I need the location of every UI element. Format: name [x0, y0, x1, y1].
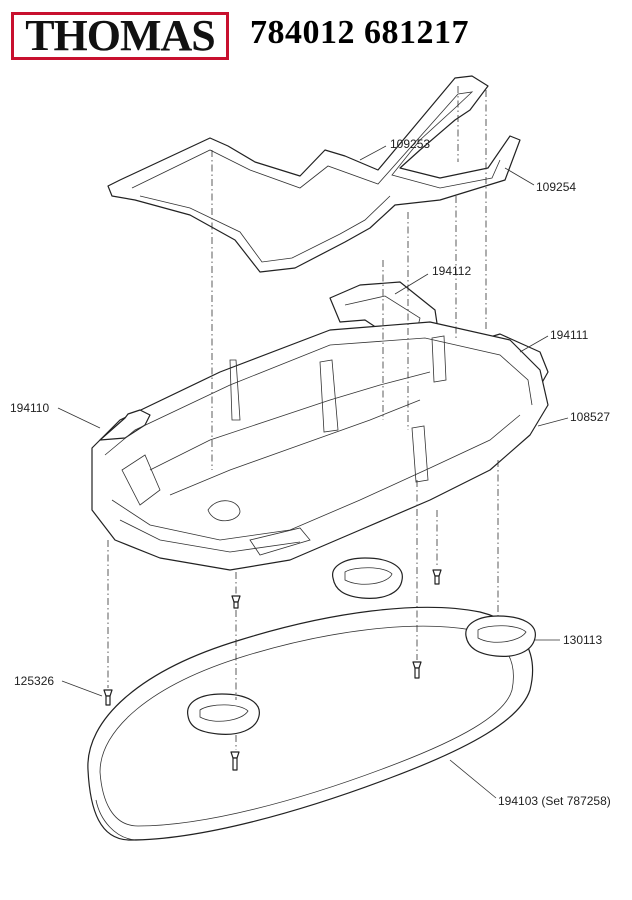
part-label-109254: 109254 — [536, 180, 576, 194]
foot-part-right — [465, 615, 536, 657]
part-label-194111: 194111 — [550, 328, 589, 342]
foot-part-rear — [332, 557, 403, 599]
part-label-194110: 194110 — [10, 401, 49, 415]
foot-part-front — [187, 693, 260, 735]
base-housing-part — [91, 321, 549, 571]
header: THOMAS 784012 681217 — [0, 0, 632, 70]
assembly-axes — [107, 86, 499, 750]
part-label-109253: 109253 — [390, 137, 430, 151]
bottom-tray-part — [87, 606, 534, 841]
model-numbers: 784012 681217 — [250, 14, 469, 51]
gasket-frame-part — [107, 75, 521, 273]
leader-lines — [57, 145, 569, 799]
part-label-194112: 194112 — [432, 264, 471, 278]
part-label-108527: 108527 — [570, 410, 610, 424]
part-label-194103: 194103 (Set 787258) — [498, 794, 611, 808]
screw-part — [432, 569, 442, 585]
brand-name: THOMAS — [25, 11, 216, 60]
part-label-125326: 125326 — [14, 674, 54, 688]
screw-part — [230, 751, 240, 771]
thomas-logo: THOMAS — [11, 12, 229, 60]
screw-part — [412, 661, 422, 679]
part-label-130113: 130113 — [563, 633, 602, 647]
screw-part — [231, 595, 241, 609]
screw-part — [103, 689, 113, 706]
